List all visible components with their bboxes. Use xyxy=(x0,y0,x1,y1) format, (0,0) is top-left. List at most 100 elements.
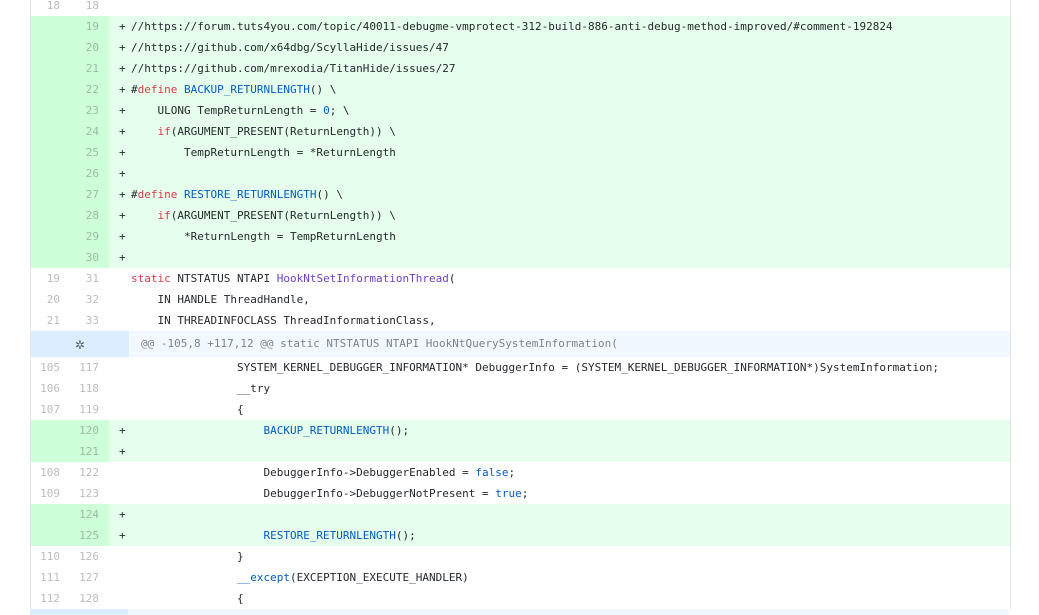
diff-sign: + xyxy=(119,251,126,264)
new-line-number[interactable]: 27 xyxy=(70,184,109,205)
old-line-number[interactable]: 18 xyxy=(31,0,70,16)
code-line: SYSTEM_KERNEL_DEBUGGER_INFORMATION* Debu… xyxy=(131,361,939,374)
old-line-number[interactable]: 112 xyxy=(31,588,70,609)
hunk-header-row: ✲ @@ -105,8 +117,12 @@ static NTSTATUS NT… xyxy=(31,331,1010,357)
old-line-number[interactable]: 107 xyxy=(31,399,70,420)
diff-sign xyxy=(109,567,129,588)
diff-line-added: 121+ xyxy=(31,441,1010,462)
code-line xyxy=(129,441,1010,462)
old-line-number[interactable] xyxy=(31,37,70,58)
new-line-number[interactable]: 29 xyxy=(70,226,109,247)
diff-sign: + xyxy=(119,188,126,201)
new-line-number[interactable]: 25 xyxy=(70,142,109,163)
old-line-number[interactable]: 108 xyxy=(31,462,70,483)
old-line-number[interactable] xyxy=(31,163,70,184)
new-line-number[interactable]: 18 xyxy=(70,0,109,16)
new-line-number[interactable]: 127 xyxy=(70,567,109,588)
new-line-number[interactable]: 30 xyxy=(70,247,109,268)
diff-sign xyxy=(109,0,129,16)
old-line-number[interactable] xyxy=(31,184,70,205)
code-line: { xyxy=(131,403,244,416)
hunk-header-text: @@ -105,8 +117,12 @@ static NTSTATUS NTA… xyxy=(141,337,618,350)
old-line-number[interactable]: 109 xyxy=(31,483,70,504)
diff-sign xyxy=(109,462,129,483)
old-line-number[interactable] xyxy=(31,205,70,226)
code-line: IN THREADINFOCLASS ThreadInformationClas… xyxy=(131,314,436,327)
old-line-number[interactable]: 21 xyxy=(31,310,70,331)
expand-bar-bottom[interactable] xyxy=(30,609,1009,615)
diff-sign xyxy=(109,357,129,378)
code-line: BACKUP_RETURNLENGTH(); xyxy=(263,424,410,437)
diff-sign xyxy=(109,268,129,289)
old-line-number[interactable] xyxy=(31,58,70,79)
new-line-number[interactable]: 121 xyxy=(70,441,109,462)
old-line-number[interactable]: 105 xyxy=(31,357,70,378)
new-line-number[interactable]: 123 xyxy=(70,483,109,504)
old-line-number[interactable]: 20 xyxy=(31,289,70,310)
unfold-icon[interactable]: ✲ xyxy=(31,331,129,357)
code-line: IN HANDLE ThreadHandle, xyxy=(131,293,310,306)
old-line-number[interactable]: 111 xyxy=(31,567,70,588)
old-line-number[interactable] xyxy=(31,121,70,142)
code-line: //https://github.com/x64dbg/ScyllaHide/i… xyxy=(131,41,449,54)
new-line-number[interactable]: 117 xyxy=(70,357,109,378)
code-line: __try xyxy=(131,382,271,395)
diff-sign: + xyxy=(119,125,126,138)
new-line-number[interactable]: 126 xyxy=(70,546,109,567)
new-line-number[interactable]: 28 xyxy=(70,205,109,226)
new-line-number[interactable]: 128 xyxy=(70,588,109,609)
code-line: //https://forum.tuts4you.com/topic/40011… xyxy=(131,20,893,33)
new-line-number[interactable]: 20 xyxy=(70,37,109,58)
new-line-number[interactable]: 23 xyxy=(70,100,109,121)
diff-sign xyxy=(109,378,129,399)
code-line: if(ARGUMENT_PRESENT(ReturnLength)) \ xyxy=(157,125,396,138)
diff-sign: + xyxy=(119,41,126,54)
new-line-number[interactable]: 21 xyxy=(70,58,109,79)
diff-sign xyxy=(109,588,129,609)
old-line-number[interactable] xyxy=(31,226,70,247)
old-line-number[interactable] xyxy=(31,142,70,163)
diff-line-added: 28+ if(ARGUMENT_PRESENT(ReturnLength)) \ xyxy=(31,205,1010,226)
new-line-number[interactable]: 125 xyxy=(70,525,109,546)
diff-sign: + xyxy=(119,167,126,180)
new-line-number[interactable]: 32 xyxy=(70,289,109,310)
new-line-number[interactable]: 119 xyxy=(70,399,109,420)
new-line-number[interactable]: 33 xyxy=(70,310,109,331)
code-line xyxy=(129,163,1010,184)
diff-sign xyxy=(109,289,129,310)
old-line-number[interactable] xyxy=(31,100,70,121)
new-line-number[interactable]: 26 xyxy=(70,163,109,184)
old-line-number[interactable]: 19 xyxy=(31,268,70,289)
code-line: if(ARGUMENT_PRESENT(ReturnLength)) \ xyxy=(157,209,396,222)
new-line-number[interactable]: 120 xyxy=(70,420,109,441)
new-line-number[interactable]: 24 xyxy=(70,121,109,142)
code-line: { xyxy=(131,592,244,605)
new-line-number[interactable]: 122 xyxy=(70,462,109,483)
new-line-number[interactable]: 118 xyxy=(70,378,109,399)
old-line-number[interactable]: 110 xyxy=(31,546,70,567)
old-line-number[interactable] xyxy=(31,16,70,37)
old-line-number[interactable] xyxy=(31,441,70,462)
new-line-number[interactable]: 19 xyxy=(70,16,109,37)
old-line-number[interactable] xyxy=(31,504,70,525)
expand-bar-gutter[interactable] xyxy=(30,609,128,615)
old-line-number[interactable] xyxy=(31,79,70,100)
new-line-number[interactable]: 31 xyxy=(70,268,109,289)
old-line-number[interactable]: 106 xyxy=(31,378,70,399)
old-line-number[interactable] xyxy=(31,525,70,546)
new-line-number[interactable]: 22 xyxy=(70,79,109,100)
old-line-number[interactable] xyxy=(31,247,70,268)
code-line: RESTORE_RETURNLENGTH(); xyxy=(263,529,416,542)
diff-sign xyxy=(109,546,129,567)
code-line: } xyxy=(131,550,244,563)
new-line-number[interactable]: 124 xyxy=(70,504,109,525)
old-line-number[interactable] xyxy=(31,420,70,441)
